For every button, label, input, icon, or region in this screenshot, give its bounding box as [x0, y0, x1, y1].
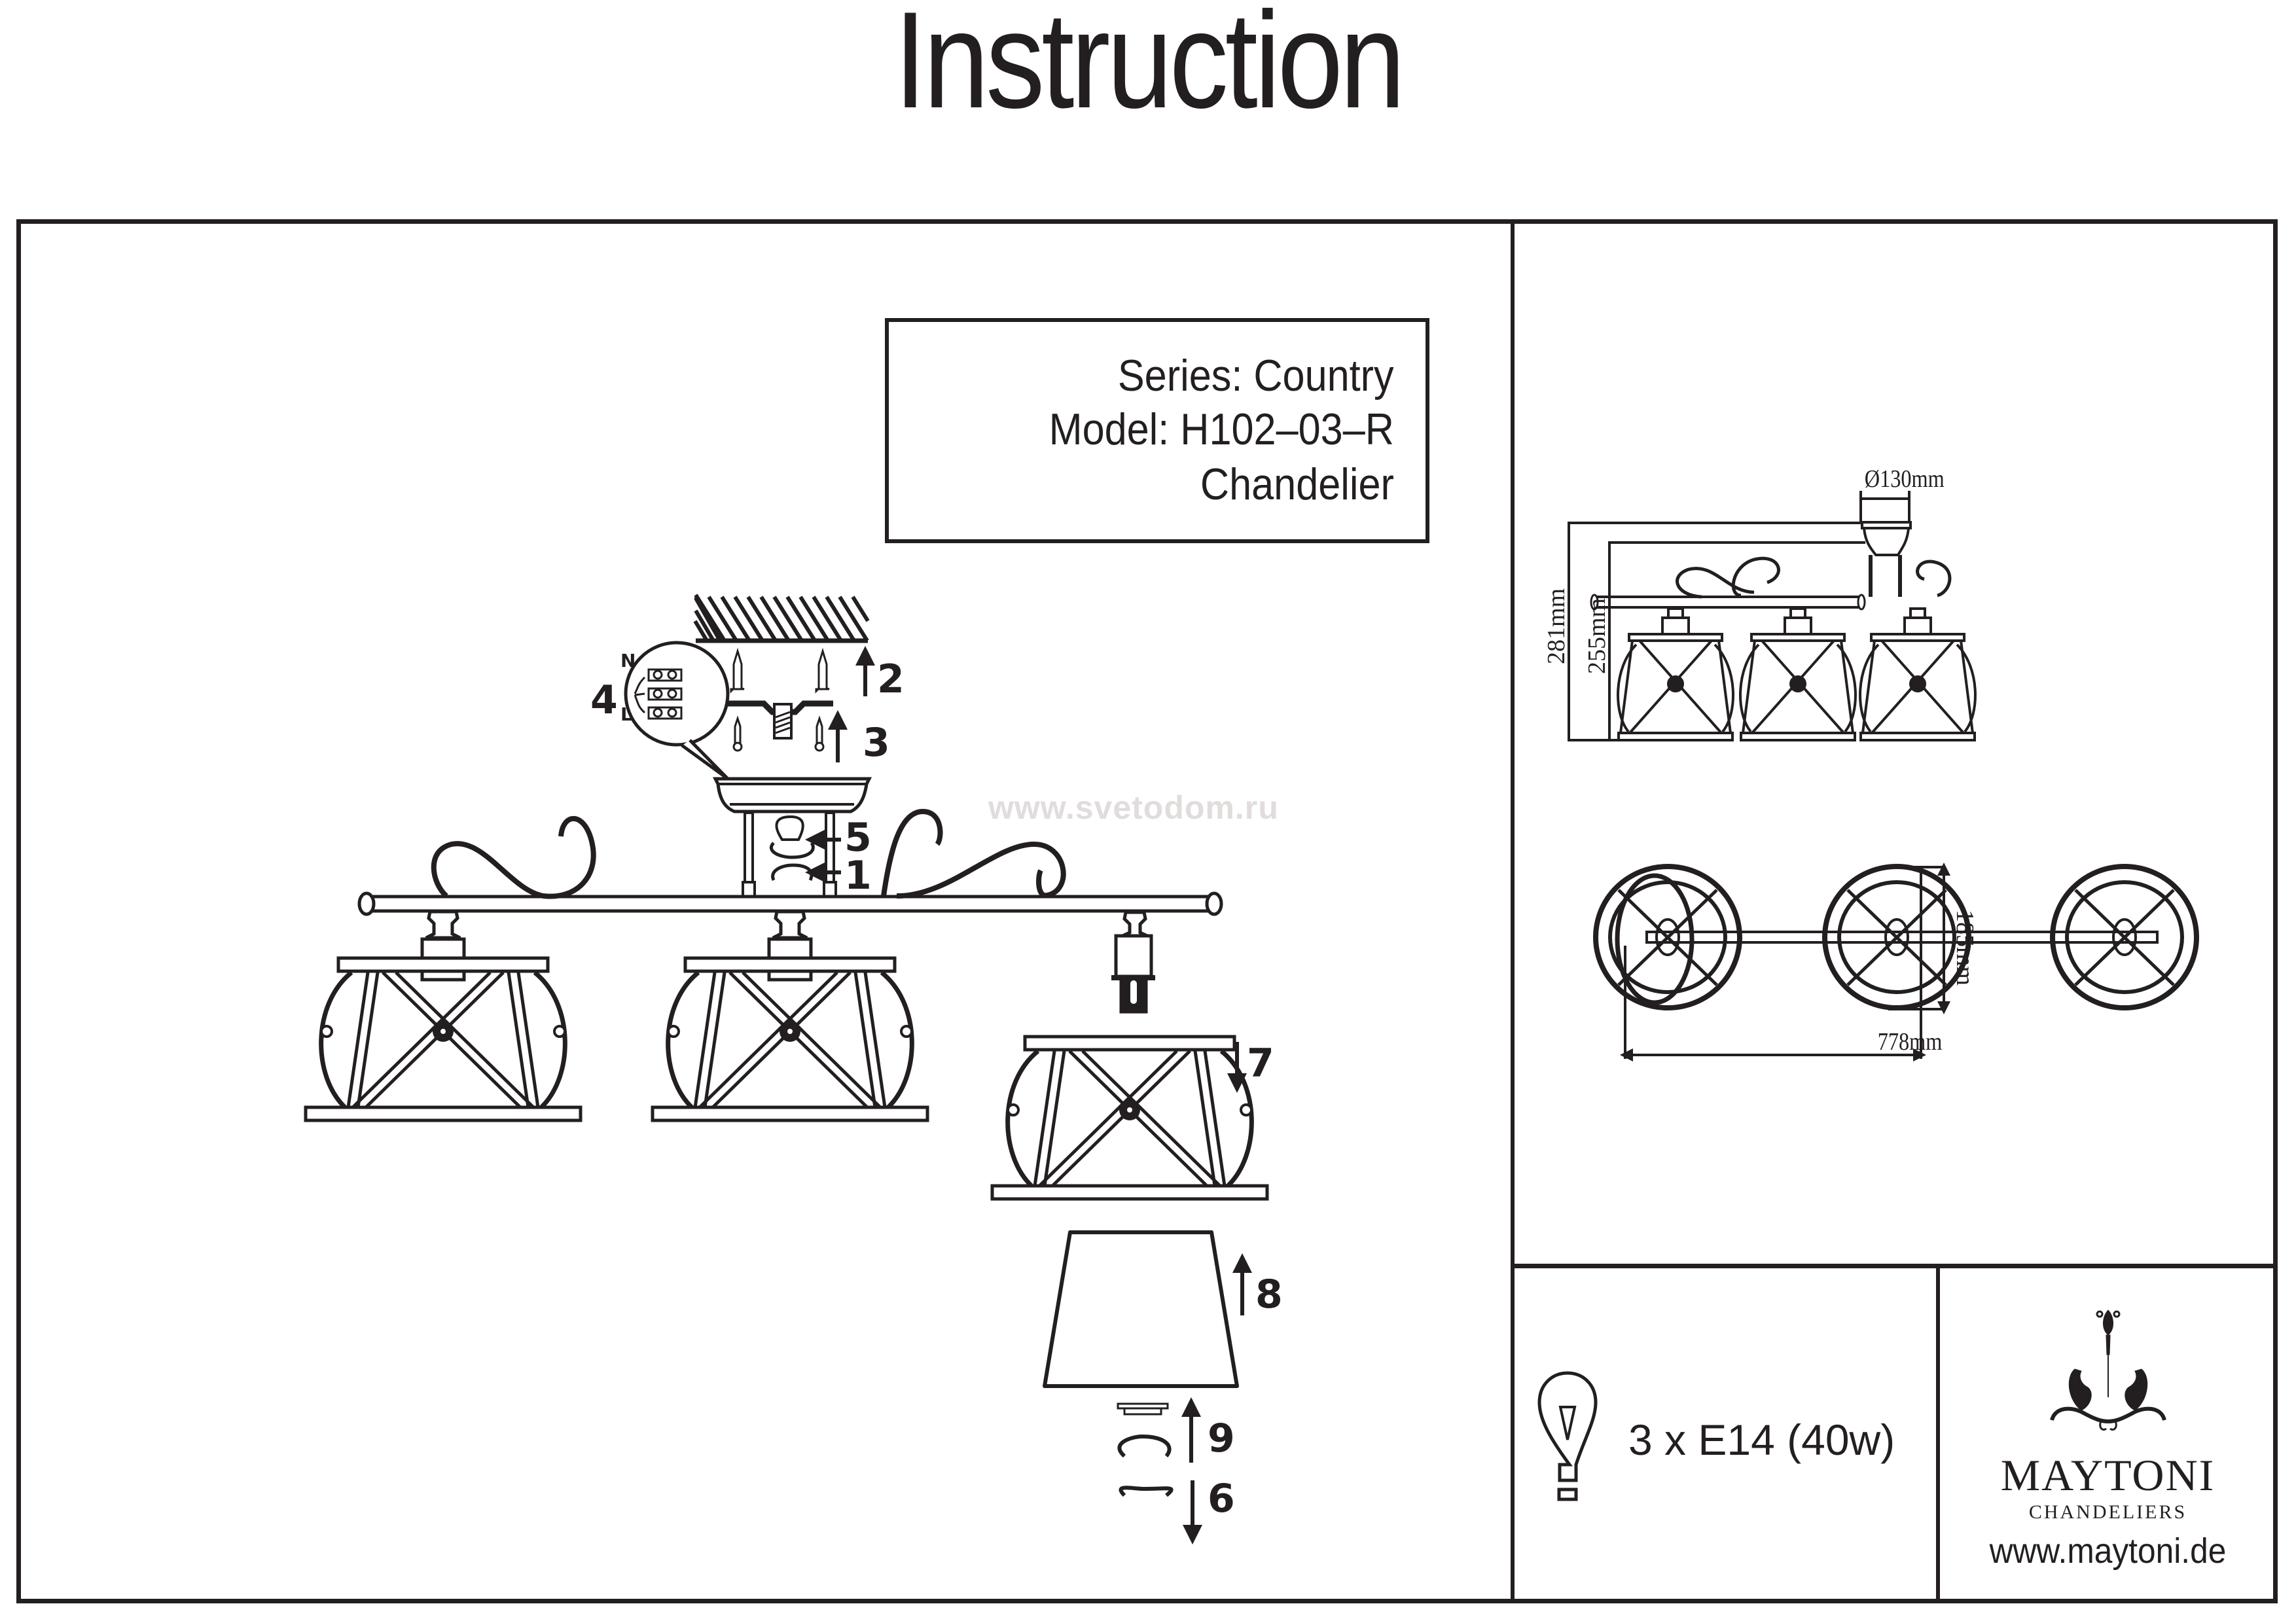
- bulb-spec: 3 x E14 (40w): [1628, 1416, 1895, 1464]
- step-6-label: 6: [1208, 1476, 1235, 1522]
- elevation-lamp: [1859, 607, 1977, 741]
- hatch-line: [838, 596, 869, 642]
- elevation-view: [1568, 491, 1952, 741]
- step-3-label: 3: [863, 720, 890, 766]
- lamp-shade: [1043, 1230, 1239, 1388]
- total-height-label: 281mm: [1543, 588, 1570, 664]
- product-type-label: Chandelier: [1200, 459, 1394, 509]
- document-title: Instruction: [893, 0, 1406, 137]
- mounting-hardware: [723, 647, 833, 752]
- depth-label: 185mm: [1951, 910, 1979, 986]
- elevation-lamps: [1617, 607, 1977, 741]
- hatch-line: [746, 596, 778, 642]
- wiring-callout: [624, 641, 730, 781]
- light-bulb-icon: [1537, 1371, 1598, 1501]
- brand-website-link[interactable]: www.maytoni.de: [1989, 1531, 2227, 1571]
- top-view-rings: [1593, 864, 2199, 1010]
- rotate-arrows-shade: [1117, 1434, 1174, 1497]
- lamp-socket: [1111, 910, 1155, 1014]
- hatch-line: [798, 596, 830, 642]
- ceiling-canopy: [712, 777, 872, 898]
- hatch-line: [759, 596, 791, 642]
- chandelier-logo-icon: [2050, 1310, 2166, 1431]
- brand-name: MAYTONI: [2000, 1450, 2215, 1500]
- elevation-lamp: [1739, 607, 1857, 741]
- product-info-box: Series: Country Model: H102–03–R Chandel…: [885, 318, 1429, 543]
- hatch-line: [785, 596, 817, 642]
- hatch-line: [733, 596, 764, 642]
- lamp-cage-exploded: [992, 1037, 1267, 1199]
- shade-ring: [1117, 1402, 1169, 1416]
- top-view-ring: [2050, 864, 2199, 1010]
- hatch-line: [851, 596, 870, 622]
- canopy-diameter-label: Ø130mm: [1864, 465, 1945, 493]
- hatch-line: [720, 596, 751, 642]
- main-divider: [1511, 219, 1515, 1601]
- bottom-panel-divider: [1513, 1264, 2278, 1268]
- decorative-scrolls: [431, 808, 1066, 899]
- hatch-line: [825, 596, 856, 642]
- hatch-line: [694, 596, 725, 642]
- ceiling-hatch: [693, 594, 870, 643]
- model-label: Model: H102–03–R: [1049, 404, 1394, 454]
- lamp-left: [306, 912, 581, 1120]
- rotate-arrows-canopy: [770, 842, 815, 882]
- brand-subtitle: CHANDELIERS: [2028, 1501, 2187, 1523]
- outer-frame: [16, 219, 2278, 1603]
- series-label: Series: Country: [1118, 351, 1394, 401]
- step-8-label: 8: [1255, 1272, 1283, 1317]
- hatch-line: [812, 596, 843, 642]
- wiring-neutral-label: N: [620, 650, 636, 671]
- step-1-label: 1: [844, 853, 872, 899]
- body-height-label: 255mm: [1583, 597, 1611, 674]
- top-view-ring: [1593, 864, 1742, 1010]
- length-label: 778mm: [1877, 1028, 1943, 1056]
- brand-panel-divider: [1936, 1266, 1940, 1601]
- step-4-label: 4: [590, 677, 618, 723]
- hatch-line: [707, 596, 738, 642]
- lamp-middle: [653, 912, 927, 1120]
- step-5-label: 5: [844, 815, 872, 861]
- hatch-line: [772, 596, 804, 642]
- step-9-label: 9: [1208, 1416, 1235, 1461]
- watermark: www.svetodom.ru: [988, 789, 1279, 826]
- wiring-live-label: L: [620, 704, 632, 725]
- elevation-lamp: [1617, 607, 1734, 741]
- step-2-label: 2: [877, 656, 905, 702]
- top-view-dimensions: [1620, 863, 1950, 1061]
- step-7-label: 7: [1247, 1041, 1274, 1086]
